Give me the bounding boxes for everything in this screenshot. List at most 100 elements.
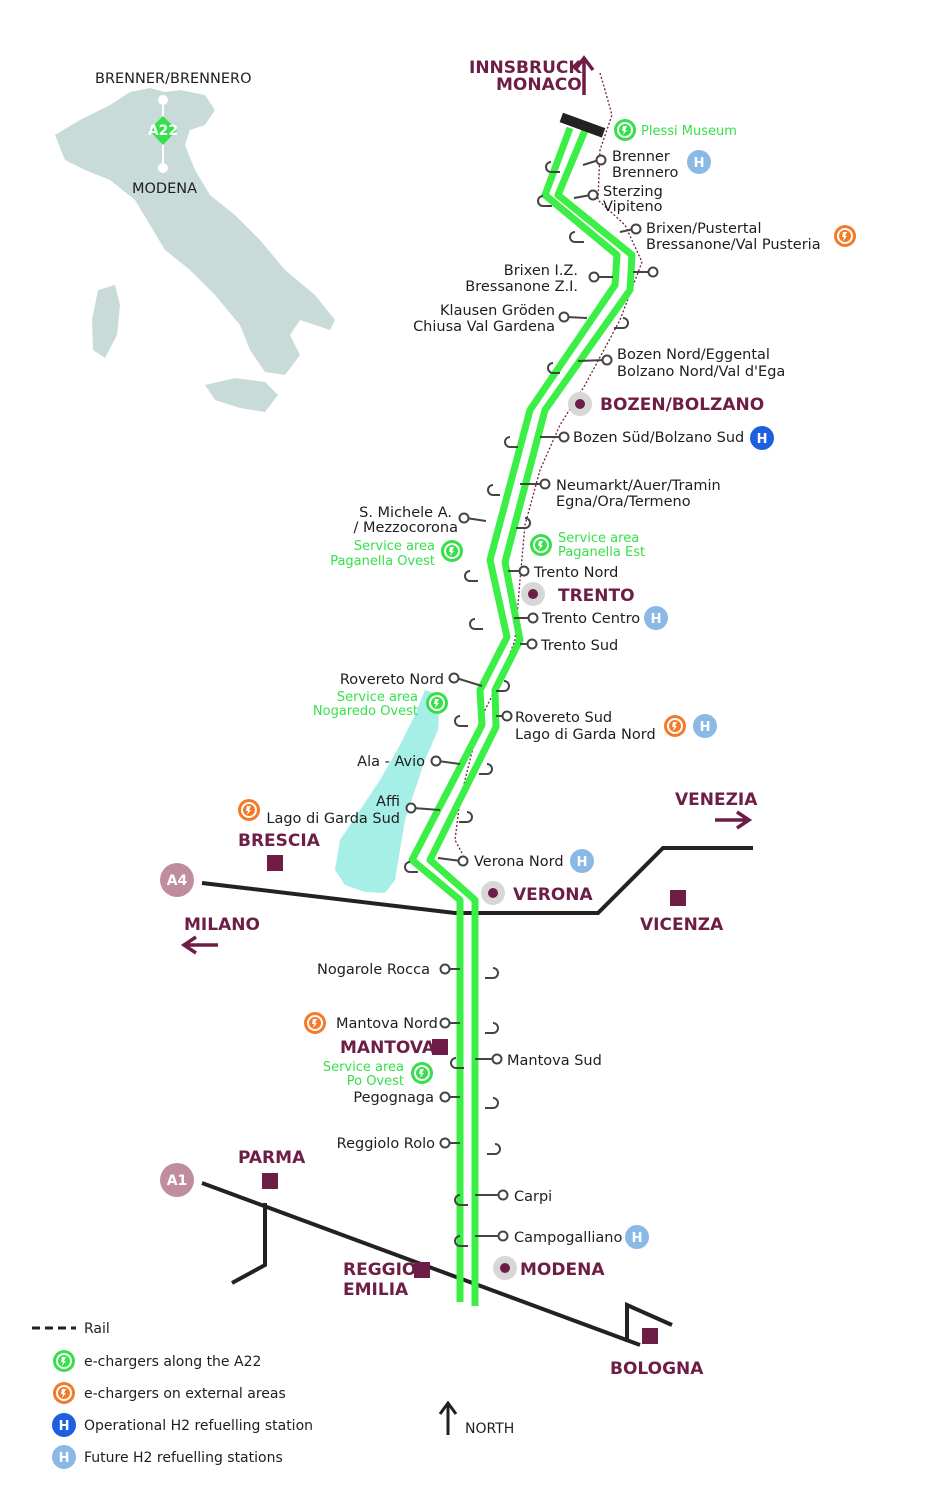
- brennero-label: Brennero: [612, 165, 678, 181]
- ala-avio-label: Ala - Avio: [357, 754, 425, 770]
- charger-ext-icon: [237, 798, 261, 822]
- brescia-marker: [267, 855, 283, 871]
- west-arrow-icon: [180, 935, 218, 955]
- a1-badge: A1: [160, 1163, 194, 1197]
- mantova-sud-label: Mantova Sud: [507, 1053, 602, 1069]
- sa-nogaredo-label2: Nogaredo Ovest: [313, 704, 418, 719]
- bressanone-zi-label: Bressanone Z.I.: [465, 279, 578, 295]
- legend-charger-ext: e-chargers on external areas: [84, 1386, 286, 1402]
- innsbruck-label: INNSBRUCK: [469, 58, 582, 78]
- charger-a22-icon: [410, 1061, 434, 1085]
- chiusa-label: Chiusa Val Gardena: [413, 319, 555, 335]
- north-label: NORTH: [465, 1421, 514, 1437]
- modena-city-label: MODENA: [520, 1260, 605, 1280]
- legend-charger-a22: e-chargers along the A22: [84, 1354, 261, 1370]
- charger-a22-icon: [529, 533, 553, 557]
- neumarkt-label: Neumarkt/Auer/Tramin: [556, 478, 721, 494]
- monaco-label: MONACO: [496, 75, 582, 95]
- north-indicator-icon: [438, 1400, 458, 1435]
- h2-operational-icon: [52, 1413, 76, 1437]
- emilia-label: EMILIA: [343, 1280, 409, 1300]
- charger-a22-icon: [440, 539, 464, 563]
- legend-h2-operational: Operational H2 refuelling station: [84, 1418, 313, 1434]
- reggio-label: REGGIO: [343, 1260, 416, 1280]
- parma-marker: [262, 1173, 278, 1189]
- charger-ext-icon: [52, 1381, 76, 1405]
- egna-label: Egna/Ora/Termeno: [556, 494, 691, 510]
- sa-paganella-ovest-label2: Paganella Ovest: [330, 554, 435, 569]
- mantova-marker: [432, 1039, 448, 1055]
- sa-paganella-est-label2: Paganella Est: [558, 545, 645, 560]
- sa-paganella-est-label1: Service area: [558, 531, 639, 546]
- vicenza-label: VICENZA: [640, 915, 724, 935]
- inset-top-label: BRENNER/BRENNERO: [95, 71, 252, 87]
- mezzocorona-label: / Mezzocorona: [354, 520, 458, 536]
- lago-garda-nord-label: Lago di Garda Nord: [515, 727, 656, 743]
- bologna-label: BOLOGNA: [610, 1359, 704, 1379]
- h2-operational-icon: [750, 426, 774, 450]
- smichele-label: S. Michele A.: [359, 505, 452, 521]
- brixen-iz-label: Brixen I.Z.: [504, 263, 578, 279]
- sicily: [205, 378, 278, 412]
- trento-city-label: TRENTO: [558, 586, 635, 606]
- bressanone-label: Bressanone/Val Pusteria: [646, 237, 821, 253]
- mantova-city-label: MANTOVA: [340, 1038, 436, 1058]
- bozen-sud-label: Bozen Süd/Bolzano Sud: [573, 430, 744, 446]
- a4-badge: A4: [160, 863, 194, 897]
- charger-a22-icon: [425, 691, 449, 715]
- bologna-marker: [642, 1328, 658, 1344]
- trento-centro-label: Trento Centro: [541, 611, 640, 627]
- a22-badge: A22: [148, 116, 178, 145]
- city-marker: [521, 582, 545, 606]
- vipiteno-label: Vipiteno: [603, 199, 663, 215]
- pegognaga-label: Pegognaga: [353, 1090, 434, 1106]
- sardinia: [92, 285, 120, 358]
- reggiolo-label: Reggiolo Rolo: [337, 1136, 435, 1152]
- motorway-north-end: [559, 112, 606, 138]
- svg-text:A1: A1: [167, 1173, 188, 1189]
- campogalliano-label: Campogalliano: [514, 1230, 622, 1246]
- rovereto-sud-label: Rovereto Sud: [515, 710, 612, 726]
- charger-ext-icon: [663, 714, 687, 738]
- inset-bottom-label: MODENA: [132, 181, 197, 197]
- legend: Rail e-chargers along the A22 e-chargers…: [32, 1321, 313, 1469]
- italy-outline: [55, 88, 335, 375]
- klausen-label: Klausen Gröden: [440, 303, 555, 319]
- city-marker: [481, 881, 505, 905]
- h2-future-icon: [625, 1225, 649, 1249]
- brixen-label: Brixen/Pustertal: [646, 221, 761, 237]
- city-marker: [568, 392, 592, 416]
- brenner-label: Brenner: [612, 149, 670, 165]
- exit-connectors: [405, 154, 659, 1242]
- italy-inset-map: BRENNER/BRENNERO A22 MODENA: [55, 71, 335, 412]
- bozen-nord-label: Bozen Nord/Eggental: [617, 347, 770, 363]
- venezia-label: VENEZIA: [675, 790, 758, 810]
- h2-future-icon: [644, 606, 668, 630]
- svg-text:A22: A22: [148, 123, 178, 139]
- lago-garda-sud-label: Lago di Garda Sud: [266, 811, 400, 827]
- h2-future-icon: [687, 150, 711, 174]
- charger-a22-icon: [613, 118, 637, 142]
- nogarole-label: Nogarole Rocca: [317, 962, 430, 978]
- brescia-label: BRESCIA: [238, 831, 321, 851]
- milano-label: MILANO: [184, 915, 260, 935]
- sa-po-ovest-label1: Service area: [323, 1060, 404, 1075]
- interchange-loops: [404, 161, 629, 1247]
- vicenza-marker: [670, 890, 686, 906]
- carpi-label: Carpi: [514, 1189, 552, 1205]
- bolzano-nord-label: Bolzano Nord/Val d'Ega: [617, 364, 785, 380]
- trento-sud-label: Trento Sud: [540, 638, 618, 654]
- charger-a22-icon: [52, 1349, 76, 1373]
- sa-paganella-ovest-label1: Service area: [354, 539, 435, 554]
- legend-rail: Rail: [84, 1321, 110, 1337]
- sa-nogaredo-label1: Service area: [337, 690, 418, 705]
- city-marker: [493, 1256, 517, 1280]
- verona-city-label: VERONA: [513, 885, 594, 905]
- affi-label: Affi: [376, 794, 400, 810]
- north-endpoint: INNSBRUCK MONACO: [469, 55, 595, 95]
- mantova-nord-label: Mantova Nord: [336, 1016, 438, 1032]
- sterzing-label: Sterzing: [603, 184, 663, 200]
- a22-motorway: [408, 126, 636, 1306]
- east-arrow-icon: [715, 810, 753, 830]
